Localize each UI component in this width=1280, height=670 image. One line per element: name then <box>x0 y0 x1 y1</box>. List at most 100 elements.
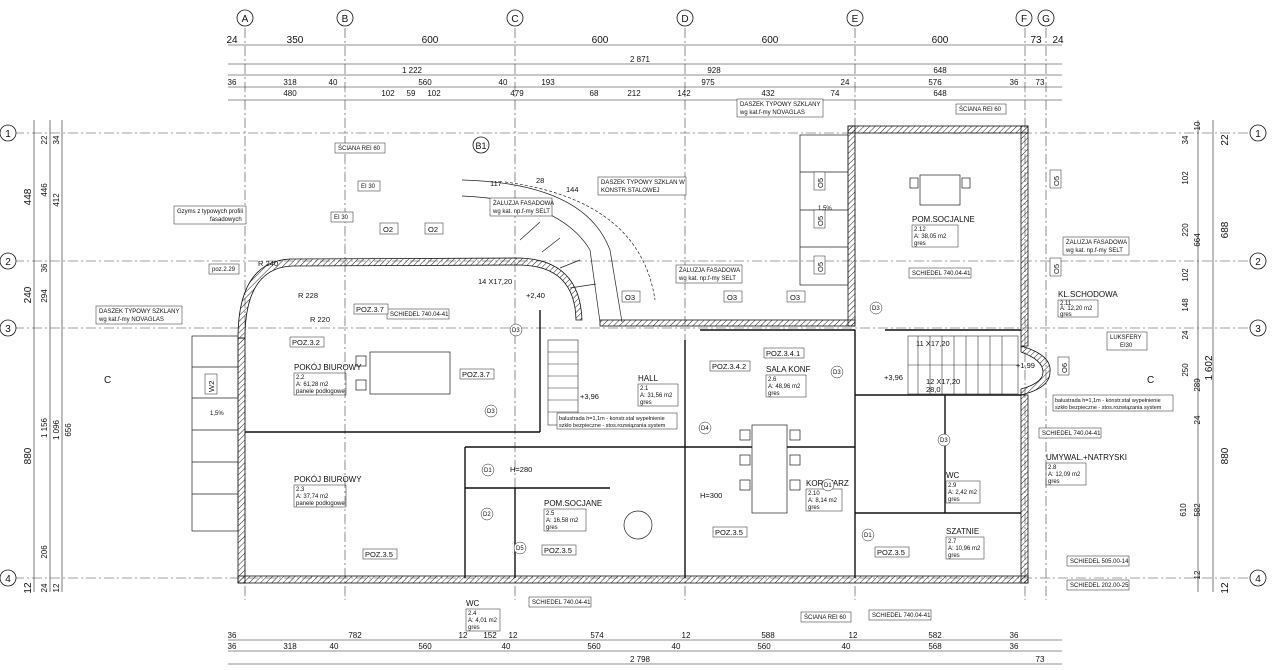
radius-mark: R 228 <box>298 291 318 300</box>
svg-text:O2: O2 <box>428 225 438 234</box>
dimension-lines-bottom <box>228 639 1062 665</box>
dim-text: 73 <box>1036 655 1045 664</box>
dim-text: 102 <box>1181 171 1190 185</box>
dim-mark: 144 <box>566 185 579 194</box>
row-label-2-right: 2 <box>1255 257 1261 268</box>
dim-text: 928 <box>707 66 721 75</box>
dim-text: 36 <box>228 78 237 87</box>
dim-text: 432 <box>761 89 775 98</box>
dimension-text-right: 22 688 1 602 880 12 10 102 220 664 102 1… <box>1179 121 1231 594</box>
stairs-label: 12 X17,20 <box>926 377 960 386</box>
room-no: 2.8 <box>1048 465 1057 471</box>
note-text: SCHIEDEL 740.04-41 <box>532 600 591 606</box>
axis-label-d: D <box>681 14 688 25</box>
dim-text: 59 <box>407 89 416 98</box>
room-area: A: 2,42 m2 <box>948 490 978 496</box>
row-axis-markers: 1 2 3 4 1 2 3 4 <box>0 124 1267 587</box>
room-floor: gres <box>468 625 480 631</box>
dim-text: 480 <box>283 89 297 98</box>
room-label: WC 2.9 A: 2,42 m2 gres <box>945 471 981 504</box>
room-area: A: 12,09 m2 <box>1048 472 1081 478</box>
svg-text:O5: O5 <box>816 262 825 272</box>
dim-text: 574 <box>590 631 604 640</box>
dim-text: 1 096 <box>52 419 61 440</box>
room-floor: gres <box>1048 479 1060 485</box>
tag-o5: O5 <box>813 209 826 229</box>
chair <box>739 479 751 491</box>
room-no: 2.6 <box>768 377 777 383</box>
dim-text: 318 <box>283 78 297 87</box>
dim-text: 240 <box>23 286 34 303</box>
poz-callout: POZ.3.4.1 <box>763 347 805 359</box>
tag-o5: O5 <box>1049 257 1062 277</box>
dim-text: 560 <box>587 642 601 651</box>
poz-callout: POZ.3.5 <box>874 546 910 558</box>
interior-walls <box>245 310 1021 578</box>
tag-o2: O2 <box>379 222 399 235</box>
tag-d3: D3 <box>509 323 523 337</box>
svg-text:O5: O5 <box>1052 176 1061 186</box>
room-no: 2.12 <box>914 227 926 233</box>
note-text: EI 30 <box>361 184 376 190</box>
note-text: DASZEK TYPOWY SZKLANY <box>740 102 820 108</box>
glass-canopy-left <box>191 335 239 532</box>
tag-o3: O3 <box>786 290 806 303</box>
poz-text: POZ.3.5 <box>715 528 743 537</box>
dim-text: 212 <box>627 89 641 98</box>
note-text: ŚCIANA REI 60 <box>804 613 847 621</box>
row-label-3-right: 3 <box>1255 324 1261 335</box>
section-mark: C <box>1147 375 1154 386</box>
note-text: wg kat. np.f-my SELT <box>1065 248 1123 254</box>
dim-text: 289 <box>1193 378 1202 392</box>
poz-text: POZ.3.7 <box>356 305 384 314</box>
dim-text: 68 <box>590 89 599 98</box>
room-area: A: 10,96 m2 <box>948 546 981 552</box>
room-label: HALL 2.1 A: 31,56 m2 gres <box>637 374 679 407</box>
dim-text: 24 <box>1193 415 1202 424</box>
note-text: balustrada h=1,1m - konstr.stal wypełnie… <box>1055 398 1161 404</box>
svg-text:W2: W2 <box>207 381 216 392</box>
level-mark: +3,96 <box>884 373 903 382</box>
dim-text: 40 <box>672 642 681 651</box>
svg-text:D1: D1 <box>484 468 492 474</box>
dimension-lines-sides <box>33 120 1214 592</box>
room-floor: gres <box>546 525 558 531</box>
dimension-text-top: 24 350 600 600 600 600 73 24 2 871 1 222… <box>226 35 1064 98</box>
note-balustrada-1: balustrada h=1,1m - konstr.stal wypełnie… <box>556 412 678 430</box>
note-text: Gzyms z typowych profili <box>177 209 243 215</box>
dim-text: 610 <box>1179 503 1188 517</box>
opening-tags: O2 O2 O3 O3 O3 O5 O5 O5 O5 O5 W2 O6 D1 D… <box>204 169 1070 555</box>
note-zaluzja-3: ŻALUZJA FASADOWA wg kat. np.f-my SELT <box>1062 236 1130 256</box>
note-balustrada-2: balustrada h=1,1m - konstr.stal wypełnie… <box>1052 394 1174 412</box>
note-schiedel-1: SCHIEDEL 740.04-41 <box>386 308 450 320</box>
dim-text: 1 602 <box>1204 355 1215 380</box>
room-name: HALL <box>638 374 659 383</box>
note-schiedel-3: SCHIEDEL 740.04-41 <box>1038 427 1102 439</box>
dim-text: 22 <box>40 135 49 144</box>
chair <box>355 379 367 391</box>
tag-d1: D1 <box>821 478 835 492</box>
chair <box>355 355 367 367</box>
note-text: wg kat.f-my NOVAGLAS <box>739 110 805 116</box>
tag-o2: O2 <box>424 222 444 235</box>
note-text: SCHIEDEL 505.00-14 <box>1070 559 1129 565</box>
room-name: POKÓJ BIUROWY <box>294 363 362 372</box>
dim-text: 350 <box>287 35 304 46</box>
dim-text: 560 <box>418 642 432 651</box>
room-label: POKÓJ BIUROWY 2.2 A: 61,28 m2 panele pod… <box>293 363 362 396</box>
note-text: DASZEK TYPOWY SZKLAN W <box>601 180 685 186</box>
note-text: ŚCIANA REI 60 <box>959 105 1002 113</box>
svg-text:D1: D1 <box>864 533 872 539</box>
dim-text: 12 <box>459 631 468 640</box>
dim-text: 560 <box>418 78 432 87</box>
room-no: 2.2 <box>296 375 305 381</box>
note-text: wg kat.f-my NOVAGLAS <box>98 317 164 323</box>
chair <box>789 454 801 466</box>
note-text: DASZEK TYPOWY SZKLANY <box>99 309 179 315</box>
poz-callout: POZ.3.5 <box>712 526 748 538</box>
dim-text: 2 798 <box>630 655 651 664</box>
room-floor: gres <box>808 505 820 511</box>
chair <box>739 429 751 441</box>
dim-text: 24 <box>841 78 850 87</box>
note-text: balustrada h=1,1m - konstr.stal wypełnie… <box>559 416 665 422</box>
